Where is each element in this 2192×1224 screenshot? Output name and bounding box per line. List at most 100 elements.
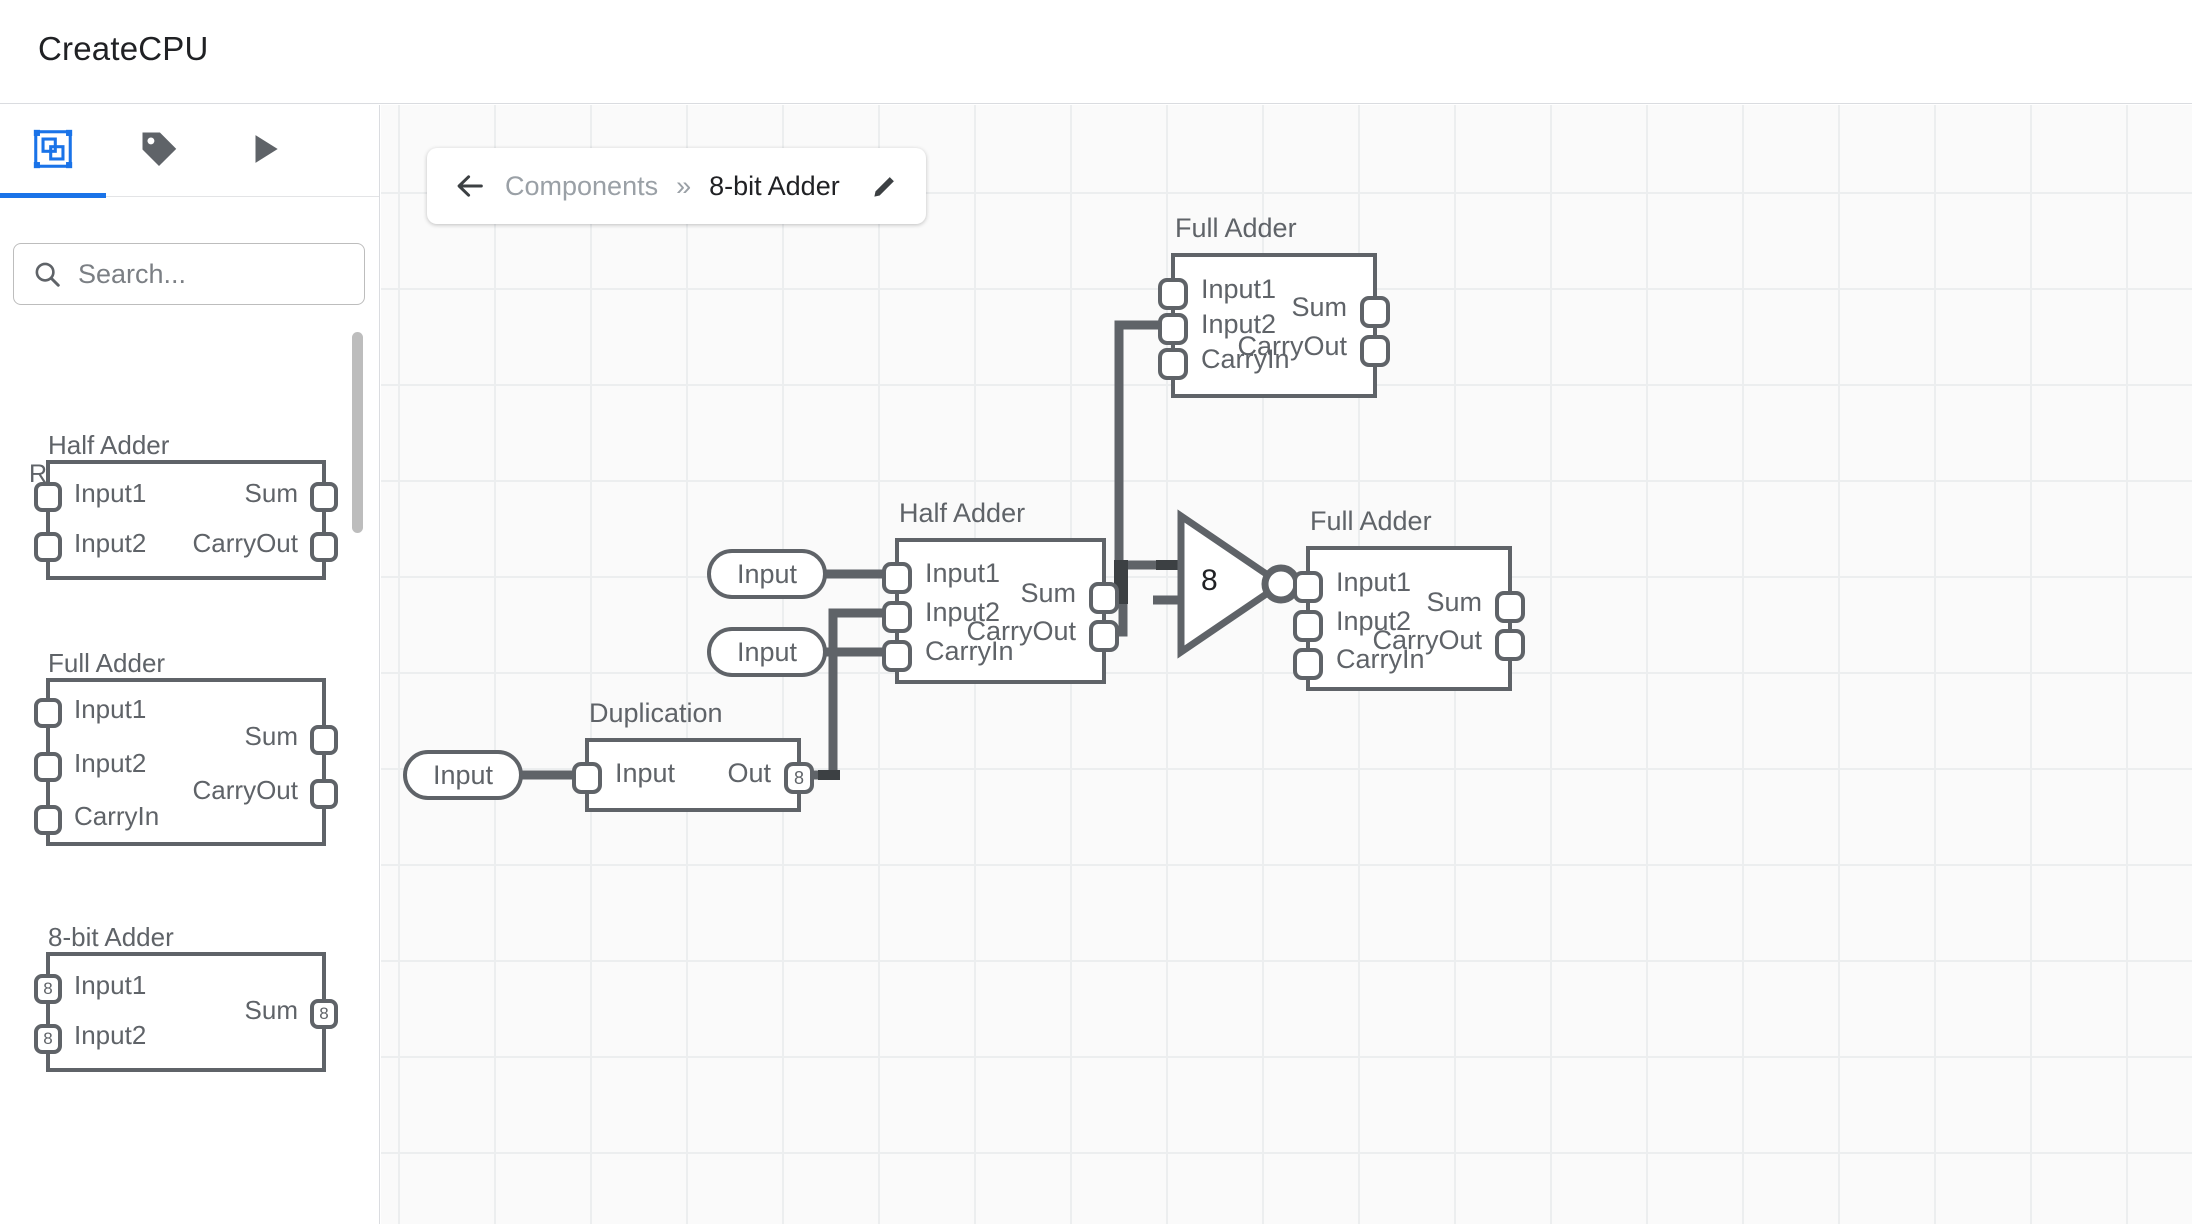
port-sum[interactable] [1089, 582, 1119, 614]
port-carryout[interactable] [1360, 335, 1390, 367]
palette-item-title: Full Adder [48, 648, 166, 678]
palette-port-input2[interactable]: 8 [34, 1024, 62, 1054]
io-pin-input-1[interactable]: Input [707, 549, 828, 599]
palette-port-label: Input2 [74, 748, 147, 778]
breadcrumb-current: 8-bit Adder [709, 170, 840, 201]
palette-port-input2[interactable] [34, 752, 62, 782]
port-input[interactable] [572, 762, 602, 794]
node-body[interactable]: Input1 Input2 CarryIn Sum CarryOut [1158, 253, 1390, 398]
port-sum[interactable] [1360, 296, 1390, 328]
back-arrow-icon[interactable] [453, 169, 487, 203]
palette-port-label: Input1 [74, 694, 147, 724]
node-body[interactable]: 8 Input Out [572, 738, 814, 812]
palette-port-input1[interactable]: 8 [34, 974, 62, 1004]
search-input[interactable] [78, 258, 379, 290]
tab-run[interactable] [212, 105, 318, 197]
node-title: Duplication [589, 698, 723, 728]
tab-components[interactable] [0, 105, 106, 198]
palette-port-label: CarryIn [74, 801, 160, 831]
port-label: CarryIn [925, 636, 1014, 666]
wire-layer [493, 320, 1306, 780]
port-carryin[interactable] [882, 640, 912, 672]
port-sum[interactable] [1495, 591, 1525, 623]
port-carryin[interactable] [1158, 348, 1188, 380]
wire-junction [818, 770, 840, 780]
palette-port-carryout[interactable] [310, 532, 338, 562]
node-merge-gate[interactable]: 8 [1201, 564, 1218, 598]
port-input1[interactable] [1293, 571, 1323, 603]
palette-item-body: 8 8 8 Input1 Input2 Sum [34, 952, 338, 1072]
search-box[interactable] [13, 243, 379, 305]
port-carryin[interactable] [1293, 648, 1323, 680]
palette-port-label: Input1 [74, 478, 147, 508]
wire-junction [1156, 560, 1196, 570]
breadcrumb-root[interactable]: Components [505, 170, 659, 201]
palette-port-label: Input2 [74, 1020, 147, 1050]
node-title: Full Adder [1175, 213, 1297, 243]
palette-port-label: Input1 [74, 970, 147, 1000]
merge-gate-shape [1177, 509, 1301, 659]
port-carryout[interactable] [1495, 629, 1525, 661]
palette-port-carryout[interactable] [310, 779, 338, 809]
palette-port-label: CarryOut [192, 528, 298, 558]
port-label: Input2 [925, 597, 1001, 627]
circuit-canvas[interactable]: Components » 8-bit Adder Full Adder Inpu… [381, 105, 2192, 1224]
port-label: CarryOut [966, 616, 1076, 646]
tab-labels[interactable] [106, 105, 212, 197]
port-label: CarryOut [1237, 331, 1347, 361]
io-pin-input-3[interactable]: Input [403, 750, 524, 800]
breadcrumb: Components » 8-bit Adder [427, 148, 926, 224]
palette-port-label: Sum [244, 721, 298, 751]
io-pin-input-2[interactable]: Input [707, 627, 828, 677]
node-body[interactable]: Input1 Input2 CarryIn Sum CarryOut [1293, 546, 1525, 691]
palette-port-input1[interactable] [34, 698, 62, 728]
play-icon [246, 130, 284, 173]
port-label: Input1 [925, 558, 1001, 588]
port-label: Sum [1291, 292, 1347, 322]
palette-item-title: Half Adder [48, 430, 170, 460]
port-label: Input [615, 758, 676, 788]
search-icon [32, 259, 62, 289]
port-label: Sum [1426, 587, 1482, 617]
wire-duplication-out [801, 608, 895, 780]
palette-item-body: Input1 Input2 Sum CarryOut [34, 460, 338, 580]
sidebar: RECENTLY USED Half Adder Input1 Input2 S… [0, 105, 380, 1224]
palette-port-input1[interactable] [34, 482, 62, 512]
port-input2[interactable] [1293, 610, 1323, 642]
palette-port-sum[interactable] [310, 725, 338, 755]
node-title: Half Adder [899, 498, 1026, 528]
palette-item-body: Input1 Input2 CarryIn Sum CarryOut [34, 678, 338, 846]
breadcrumb-separator: » [676, 170, 692, 201]
node-body[interactable]: Input1 Input2 CarryIn Sum CarryOut [882, 538, 1119, 684]
components-icon [30, 126, 76, 177]
pencil-icon[interactable] [870, 171, 900, 201]
palette-port-label: Sum [244, 478, 298, 508]
port-input1[interactable] [1158, 278, 1188, 310]
port-carryout[interactable] [1089, 620, 1119, 652]
palette-port-input2[interactable] [34, 532, 62, 562]
palette-port-carryin[interactable] [34, 805, 62, 835]
port-input1[interactable] [882, 562, 912, 594]
port-label: Input2 [1201, 309, 1277, 339]
sidebar-scrollbar-thumb[interactable] [352, 332, 363, 533]
port-label: CarryIn [1336, 644, 1425, 674]
sidebar-tabstrip [0, 105, 379, 198]
port-label: CarryIn [1201, 344, 1290, 374]
node-title: Full Adder [1310, 506, 1432, 536]
port-label: Sum [1020, 578, 1076, 608]
palette-port-sum[interactable]: 8 [310, 999, 338, 1029]
palette-port-sum[interactable] [310, 482, 338, 512]
port-input2[interactable] [882, 601, 912, 633]
title-bar: CreateCPU [0, 0, 2192, 104]
tag-icon [137, 127, 181, 176]
port-out[interactable]: 8 [784, 762, 814, 794]
merge-gate-bits: 8 [1201, 564, 1218, 597]
palette-port-label: Sum [244, 995, 298, 1025]
app-title: CreateCPU [38, 30, 209, 67]
palette-port-label: CarryOut [192, 775, 298, 805]
port-label: Input2 [1336, 606, 1412, 636]
port-input2[interactable] [1158, 313, 1188, 345]
palette-item-title: 8-bit Adder [48, 922, 174, 952]
port-label: Out [727, 758, 771, 788]
palette-port-label: Input2 [74, 528, 147, 558]
